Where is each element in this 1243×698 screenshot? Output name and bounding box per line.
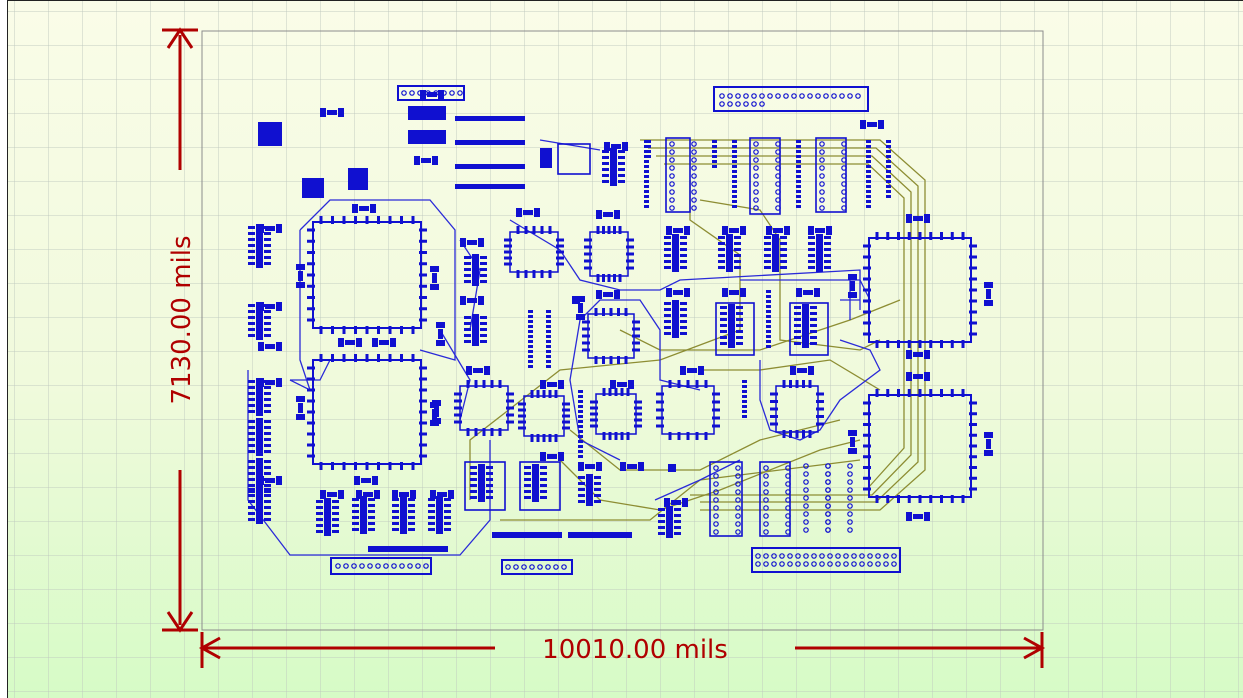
pcb-canvas[interactable]: [7, 0, 1243, 698]
qfp-u1: [312, 221, 422, 329]
bottom-layer-traces: [469, 139, 926, 521]
pin-bars: [455, 116, 525, 121]
board-outline: [201, 30, 1044, 631]
dimension-annotations: [162, 27, 1046, 668]
strip-lower-b: [492, 532, 562, 538]
connector-strips: [330, 85, 901, 575]
width-dimension-label: 10010.00 mils: [542, 635, 728, 665]
dip-outlines: [464, 137, 847, 537]
header-bottom-right: [751, 547, 901, 573]
header-bottom-left: [330, 557, 432, 575]
height-dimension-label: 7130.00 mils: [167, 235, 197, 404]
qfp-u2: [312, 359, 422, 465]
strip-lower-c: [568, 532, 632, 538]
through-holes: [335, 90, 897, 570]
header-top-right: [713, 86, 869, 112]
window-left-margin: [0, 0, 7, 698]
header-top-left: [397, 85, 465, 101]
component-pads: [248, 90, 993, 538]
qfp-u3: [868, 237, 972, 343]
snap-grid: [8, 1, 1243, 698]
strip-lower-a: [368, 546, 448, 552]
header-bottom-mid: [501, 559, 573, 575]
